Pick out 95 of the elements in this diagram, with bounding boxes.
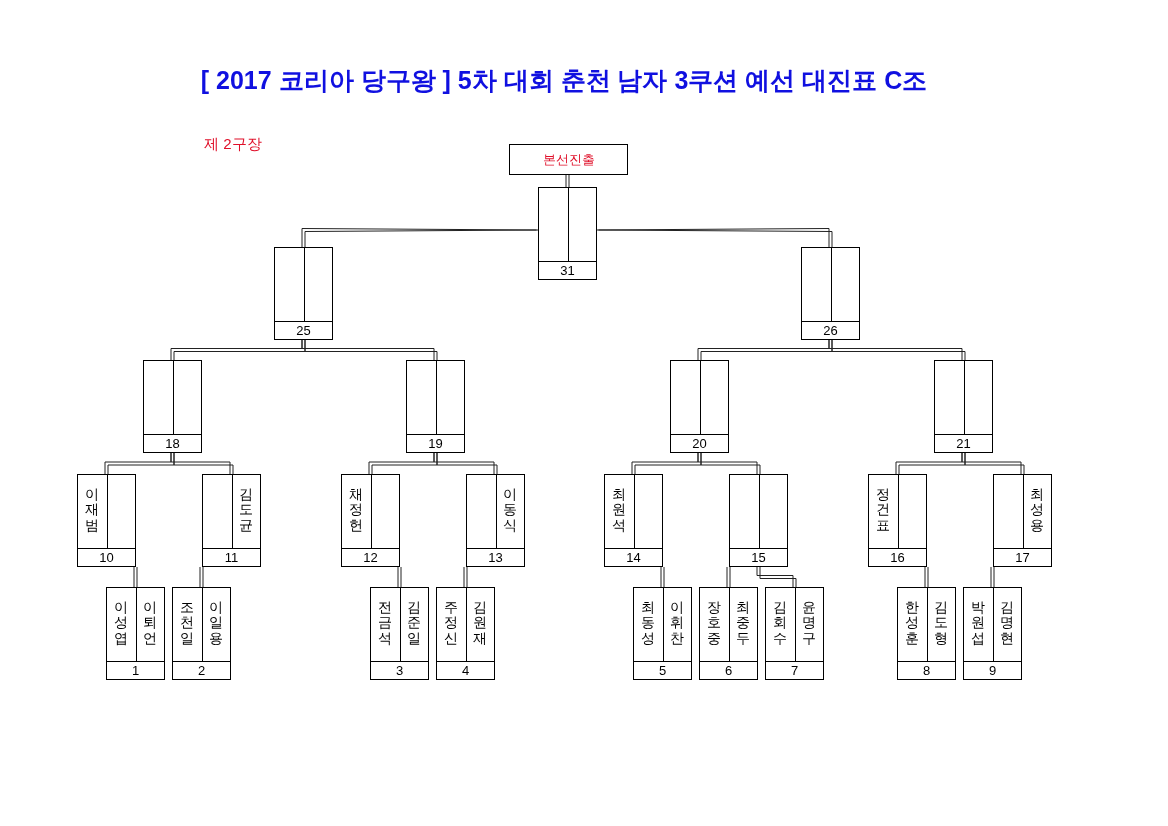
player-name: 이퇴언 xyxy=(142,600,157,648)
match-box xyxy=(106,587,165,680)
match-box xyxy=(466,474,525,567)
bracket-line xyxy=(756,566,797,588)
match-number: 16 xyxy=(890,550,905,564)
match-number: 6 xyxy=(724,663,733,677)
player-name: 채정헌 xyxy=(349,487,364,535)
player-name: 김도형 xyxy=(933,600,948,648)
bracket-line xyxy=(397,566,402,588)
match-number: 14 xyxy=(626,550,641,564)
player-name: 이일용 xyxy=(208,600,223,648)
player-name: 김도균 xyxy=(238,487,253,535)
match-number: 18 xyxy=(165,436,180,450)
match-box xyxy=(765,587,824,680)
player-name: 이성엽 xyxy=(114,600,129,648)
match-box xyxy=(274,247,333,340)
bracket-line xyxy=(301,228,540,248)
bracket-line xyxy=(697,452,761,475)
match-number: 8 xyxy=(922,663,931,677)
match-number: 25 xyxy=(296,323,311,337)
match-box xyxy=(538,187,597,280)
match-number: 10 xyxy=(99,550,114,564)
match-box xyxy=(934,360,993,453)
bracket-line xyxy=(990,566,995,588)
player-name: 최원석 xyxy=(612,487,627,535)
player-name: 최중두 xyxy=(735,600,750,648)
player-name: 주정신 xyxy=(444,600,459,648)
bracket-line xyxy=(133,566,138,588)
match-number: 11 xyxy=(224,550,239,564)
match-box xyxy=(897,587,956,680)
match-number: 7 xyxy=(790,663,799,677)
venue-note: 제 2구장 xyxy=(204,134,262,154)
match-box xyxy=(172,587,231,680)
match-number: 31 xyxy=(560,263,575,277)
bracket-line xyxy=(660,566,665,588)
match-box xyxy=(77,474,136,567)
player-name: 김준일 xyxy=(406,600,421,648)
match-number: 21 xyxy=(956,436,971,450)
match-box xyxy=(699,587,758,680)
player-name: 이재범 xyxy=(85,487,100,535)
title: [ 2017 코리아 당구왕 ] 5차 대회 춘천 남자 3쿠션 예선 대진표 C조 xyxy=(199,65,929,96)
player-name: 박원섭 xyxy=(971,600,986,648)
bracket-line xyxy=(301,339,438,361)
match-box xyxy=(370,587,429,680)
match-box xyxy=(633,587,692,680)
player-name: 조천일 xyxy=(180,600,195,648)
player-name: 이동식 xyxy=(502,487,517,535)
player-name: 김회수 xyxy=(773,600,788,648)
match-box xyxy=(963,587,1022,680)
match-box xyxy=(406,360,465,453)
player-name: 최동성 xyxy=(641,600,656,648)
player-name: 최성용 xyxy=(1029,487,1044,535)
match-number: 9 xyxy=(988,663,997,677)
bracket-line xyxy=(726,566,731,588)
bracket-line xyxy=(463,566,468,588)
match-number: 3 xyxy=(395,663,404,677)
match-number: 26 xyxy=(823,323,838,337)
advance-box xyxy=(509,144,628,175)
match-box xyxy=(670,360,729,453)
match-number: 19 xyxy=(428,436,443,450)
bracket-line xyxy=(565,174,570,188)
bracket-line xyxy=(828,339,966,361)
match-box xyxy=(993,474,1052,567)
player-name: 전금석 xyxy=(378,600,393,648)
match-box xyxy=(604,474,663,567)
match-number: 13 xyxy=(488,550,503,564)
match-box xyxy=(868,474,927,567)
match-number: 4 xyxy=(461,663,470,677)
player-name: 이휘찬 xyxy=(669,600,684,648)
bracket-line xyxy=(199,566,204,588)
match-box xyxy=(436,587,495,680)
match-number: 1 xyxy=(131,663,140,677)
player-name: 정건표 xyxy=(876,487,891,535)
match-number: 2 xyxy=(197,663,206,677)
bracket-line xyxy=(595,228,833,248)
bracket-line xyxy=(170,452,234,475)
bracket-line xyxy=(924,566,929,588)
bracket-line xyxy=(961,452,1025,475)
match-number: 17 xyxy=(1015,550,1030,564)
player-name: 김원재 xyxy=(472,600,487,648)
player-name: 한성훈 xyxy=(905,600,920,648)
player-name: 장호중 xyxy=(707,600,722,648)
match-number: 20 xyxy=(692,436,707,450)
match-number: 12 xyxy=(363,550,378,564)
match-box xyxy=(729,474,788,567)
player-name: 윤명구 xyxy=(801,600,816,648)
player-name: 김명현 xyxy=(999,600,1014,648)
match-box xyxy=(801,247,860,340)
box-label: 본선진출 xyxy=(542,150,595,169)
match-number: 5 xyxy=(658,663,667,677)
match-box xyxy=(202,474,261,567)
match-box xyxy=(341,474,400,567)
match-number: 15 xyxy=(751,550,766,564)
match-box xyxy=(143,360,202,453)
bracket-line xyxy=(433,452,498,475)
